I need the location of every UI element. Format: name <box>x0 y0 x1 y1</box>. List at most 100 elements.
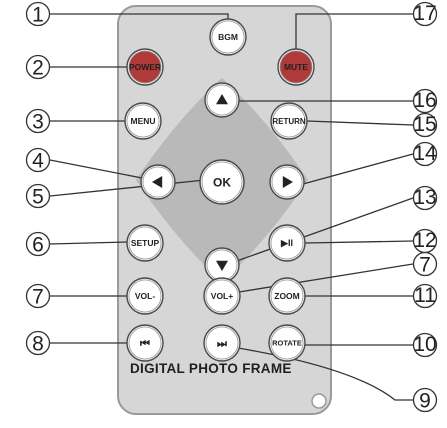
ok-button[interactable]: OK <box>199 159 245 205</box>
left-button[interactable] <box>140 164 176 200</box>
triangle-down-icon <box>216 260 228 271</box>
callout-line-c13 <box>233 197 414 263</box>
triangle-up-icon <box>216 94 228 105</box>
mute-button[interactable]: MUTE <box>277 48 315 86</box>
callout-c10: 10 <box>412 332 438 358</box>
down-button[interactable] <box>204 247 240 283</box>
callout-number: 16 <box>413 89 436 112</box>
callout-line-c15 <box>306 120 414 126</box>
callout-c9: 9 <box>412 387 438 413</box>
callout-circle <box>25 183 51 209</box>
callout-line-c4 <box>49 159 143 179</box>
callout-number: 7 <box>419 253 431 276</box>
callout-line-c12 <box>304 240 414 244</box>
rotate-button-face <box>270 326 304 360</box>
callout-line-c7b <box>238 263 414 293</box>
right-button[interactable] <box>269 164 305 200</box>
play-pause-button[interactable]: ▶II <box>268 224 306 262</box>
callout-number: 13 <box>413 186 436 209</box>
callout-circle <box>25 147 51 173</box>
callout-number: 1 <box>32 3 44 26</box>
bgm-button-face <box>211 20 245 54</box>
triangle-left-icon <box>152 176 163 188</box>
callout-number: 4 <box>32 149 44 172</box>
mute-button-face <box>279 50 313 84</box>
callout-line-c9 <box>237 347 413 401</box>
callout-circle <box>412 185 438 211</box>
callout-circle <box>412 88 438 114</box>
lanyard-hole <box>311 393 327 409</box>
prev-button[interactable]: ⏮ <box>126 324 164 362</box>
callout-circle <box>412 112 438 138</box>
callout-c4: 4 <box>25 147 51 173</box>
vol-up-button-face <box>205 279 239 313</box>
setup-button-face <box>128 226 162 260</box>
prev-button-face <box>128 326 162 360</box>
power-button-face <box>128 50 162 84</box>
callout-number: 3 <box>32 110 44 133</box>
callout-c6: 6 <box>25 231 51 257</box>
callout-circle <box>412 283 438 309</box>
callout-circle <box>412 1 438 27</box>
callout-number: 14 <box>413 142 437 165</box>
callout-number: 15 <box>413 113 436 136</box>
callout-number: 7 <box>32 285 44 308</box>
callout-c1: 1 <box>25 1 51 27</box>
callout-circle <box>25 54 51 80</box>
callout-line-c17 <box>295 13 413 49</box>
callout-number: 9 <box>419 389 431 412</box>
return-button-face <box>272 104 306 138</box>
callout-circle <box>25 108 51 134</box>
return-button[interactable]: RETURN <box>270 102 308 140</box>
callout-c8: 8 <box>25 330 51 356</box>
callout-circle <box>412 141 438 167</box>
callout-circle <box>412 387 438 413</box>
callout-c11: 11 <box>412 283 438 309</box>
vol-up-button[interactable]: VOL+ <box>203 277 241 315</box>
callout-c3: 3 <box>25 108 51 134</box>
callout-c7b: 7 <box>412 251 438 277</box>
callout-line-c6 <box>49 241 128 245</box>
callout-c2: 2 <box>25 54 51 80</box>
callout-circle <box>25 1 51 27</box>
zoom-button-face <box>270 279 304 313</box>
callout-circle <box>25 231 51 257</box>
brand-label: DIGITAL PHOTO FRAME <box>130 361 292 376</box>
callout-c7a: 7 <box>25 283 51 309</box>
play-pause-button-face <box>270 226 304 260</box>
callout-number: 6 <box>32 233 44 256</box>
ok-button-face <box>201 161 243 203</box>
triangle-right-icon <box>282 176 293 188</box>
vol-down-button[interactable]: VOL- <box>126 277 164 315</box>
callout-line-c5 <box>49 179 206 197</box>
next-button[interactable]: ⏭ <box>203 324 241 362</box>
callout-number: 12 <box>413 229 436 252</box>
up-button[interactable] <box>204 82 240 118</box>
callout-c14: 14 <box>412 141 438 167</box>
next-button-face <box>205 326 239 360</box>
buttons: BGM POWER MUTE MENU RETURN OK SETUP ▶II VOL- VOL+… <box>124 18 315 362</box>
callout-number: 5 <box>32 185 44 208</box>
vol-down-button-face <box>128 279 162 313</box>
setup-button[interactable]: SETUP <box>126 224 164 262</box>
rotate-button[interactable]: ROTATE <box>268 324 306 362</box>
callout-circle <box>25 330 51 356</box>
callout-line-c14 <box>302 153 414 185</box>
callout-c13: 13 <box>412 185 438 211</box>
callout-number: 8 <box>32 332 44 355</box>
zoom-button[interactable]: ZOOM <box>268 277 306 315</box>
callout-number: 2 <box>32 56 44 79</box>
menu-button-face <box>126 104 160 138</box>
callout-circle <box>412 251 438 277</box>
callout-c5: 5 <box>25 183 51 209</box>
power-button[interactable]: POWER <box>126 48 164 86</box>
menu-button[interactable]: MENU <box>124 102 162 140</box>
bgm-button[interactable]: BGM <box>209 18 247 56</box>
callout-c12: 12 <box>412 228 438 254</box>
callout-number: 10 <box>413 333 436 356</box>
callout-c17: 17 <box>412 1 438 27</box>
callout-number: 11 <box>414 284 436 307</box>
callout-circle <box>25 283 51 309</box>
